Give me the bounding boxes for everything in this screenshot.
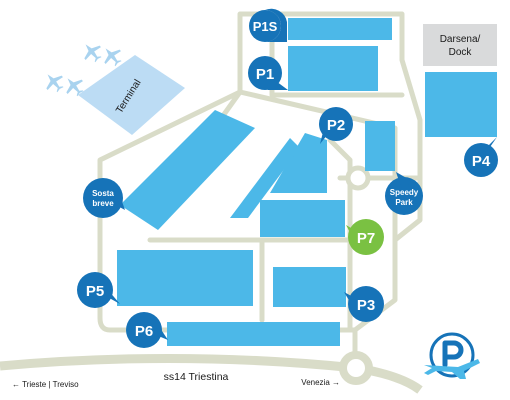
pin-label-p4: P4 (472, 153, 491, 170)
parking-area-p7[interactable] (260, 200, 345, 237)
highway-label: ss14 Triestina (164, 371, 229, 383)
road-p1-access (269, 17, 405, 98)
pin-label-p2: P2 (327, 117, 345, 134)
pin-p7[interactable]: P7 (346, 219, 384, 255)
parking-area-p2-west[interactable] (230, 138, 300, 218)
airplane-icon (84, 44, 102, 63)
pin-label-p6: P6 (135, 323, 153, 340)
airplane-icon (66, 78, 84, 97)
pin-label-sosta-breve-2: breve (92, 199, 114, 208)
roundabout-south (339, 351, 373, 385)
pin-sosta-breve[interactable]: Sosta breve (83, 178, 125, 218)
pin-label-p1: P1 (256, 66, 274, 83)
road-network (97, 11, 423, 368)
pin-p6[interactable]: P6 (126, 312, 168, 348)
terminal-building: Terminal (78, 55, 185, 135)
pin-p3[interactable]: P3 (344, 286, 384, 322)
pin-label-speedy-park-2: Park (395, 198, 413, 207)
parking-area-p5[interactable] (117, 250, 253, 306)
roundabout-north (345, 165, 371, 191)
airplane-icon (104, 48, 122, 67)
pin-label-sosta-breve-1: Sosta (92, 189, 114, 198)
pin-p4[interactable]: P4 (464, 137, 498, 177)
highway-road (0, 353, 423, 394)
parking-area-p4[interactable] (425, 72, 497, 137)
airplane-icon (46, 74, 64, 93)
parking-area-p2[interactable] (270, 133, 327, 193)
darsena-label-line1: Darsena/ (440, 34, 481, 45)
pin-speedy-park[interactable]: Speedy Park (385, 172, 423, 215)
parking-area-p6[interactable] (167, 322, 340, 346)
pin-label-p3: P3 (357, 297, 375, 314)
direction-east-label: Venezia → (301, 378, 340, 387)
pin-label-p5: P5 (86, 283, 104, 300)
darsena-label-line2: Dock (449, 47, 473, 58)
parking-area-p3[interactable] (273, 267, 346, 307)
pin-p2[interactable]: P2 (319, 107, 353, 144)
parking-area-sosta-breve[interactable] (120, 110, 255, 230)
road-north-spur (237, 11, 423, 243)
parking-area-speedy-park[interactable] (365, 121, 395, 171)
road-outer-loop (97, 89, 398, 333)
parking-airport-logo-icon (424, 332, 480, 379)
parking-area-p1[interactable] (288, 46, 378, 91)
pin-p1s[interactable]: P1S (249, 8, 287, 42)
pin-p5[interactable]: P5 (77, 272, 120, 308)
pin-label-p7: P7 (357, 230, 375, 247)
parking-areas (117, 18, 497, 346)
pin-label-p1s: P1S (253, 19, 278, 34)
parking-area-p1s[interactable] (288, 18, 392, 40)
pin-label-speedy-park-1: Speedy (390, 188, 419, 197)
airplane-icons (46, 44, 122, 97)
direction-west-label: ← Trieste | Treviso (12, 380, 79, 389)
road-inner-4 (327, 137, 353, 333)
darsena-dock-building: Darsena/ Dock (423, 24, 497, 66)
pin-p1[interactable]: P1 (248, 56, 288, 90)
